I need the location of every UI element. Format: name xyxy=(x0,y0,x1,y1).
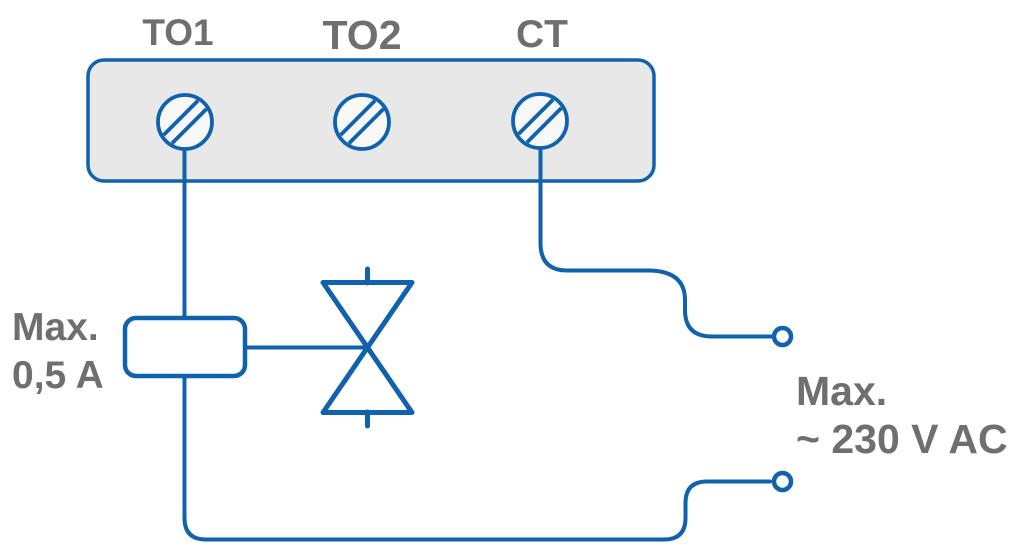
screw-terminal-to1-icon xyxy=(156,93,214,151)
terminal-label-ct: CT xyxy=(516,13,568,56)
mains-connection-point-top xyxy=(771,325,794,348)
relay-rating-line1: Max. xyxy=(12,306,99,349)
wire-ct-to-mains xyxy=(538,145,773,339)
wire-relay-to-mains xyxy=(182,373,772,542)
relay-box xyxy=(122,315,248,379)
terminal-label-to1: TO1 xyxy=(142,12,213,53)
screw-terminal-ct-icon xyxy=(511,92,569,150)
screw-terminal-to2-icon xyxy=(333,93,391,151)
relay-rating-line2: 0,5 A xyxy=(12,354,104,397)
mains-rating-line2: ~ 230 V AC xyxy=(796,416,1008,462)
terminal-label-to2: TO2 xyxy=(323,12,402,58)
mains-connection-point-bottom xyxy=(771,470,794,493)
mains-rating-line1: Max. xyxy=(796,368,887,414)
valve-icon xyxy=(320,266,415,429)
